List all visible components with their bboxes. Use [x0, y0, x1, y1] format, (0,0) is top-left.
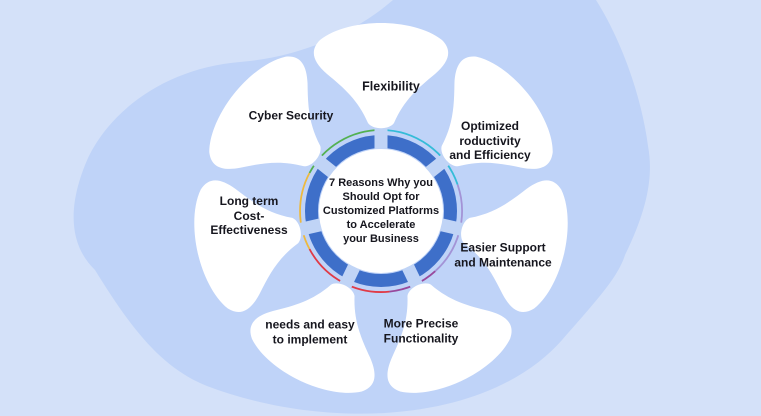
petal-flexibility: [313, 23, 449, 129]
petal-long-term: [194, 180, 301, 312]
petal-cyber-security: [209, 56, 321, 169]
petal-needs-easy: [250, 283, 375, 393]
petal-easier-support: [461, 180, 568, 312]
petal-optimized-productivity: [441, 56, 553, 169]
petal-label-cyber-security: Cyber Security: [248, 108, 334, 123]
ring-arc-top-right: [380, 129, 459, 185]
ring-arc-left: [299, 172, 311, 250]
petal-more-precise: [387, 283, 512, 393]
center-disc: [319, 149, 443, 273]
petal-label-flexibility: Flexibility: [362, 79, 420, 94]
